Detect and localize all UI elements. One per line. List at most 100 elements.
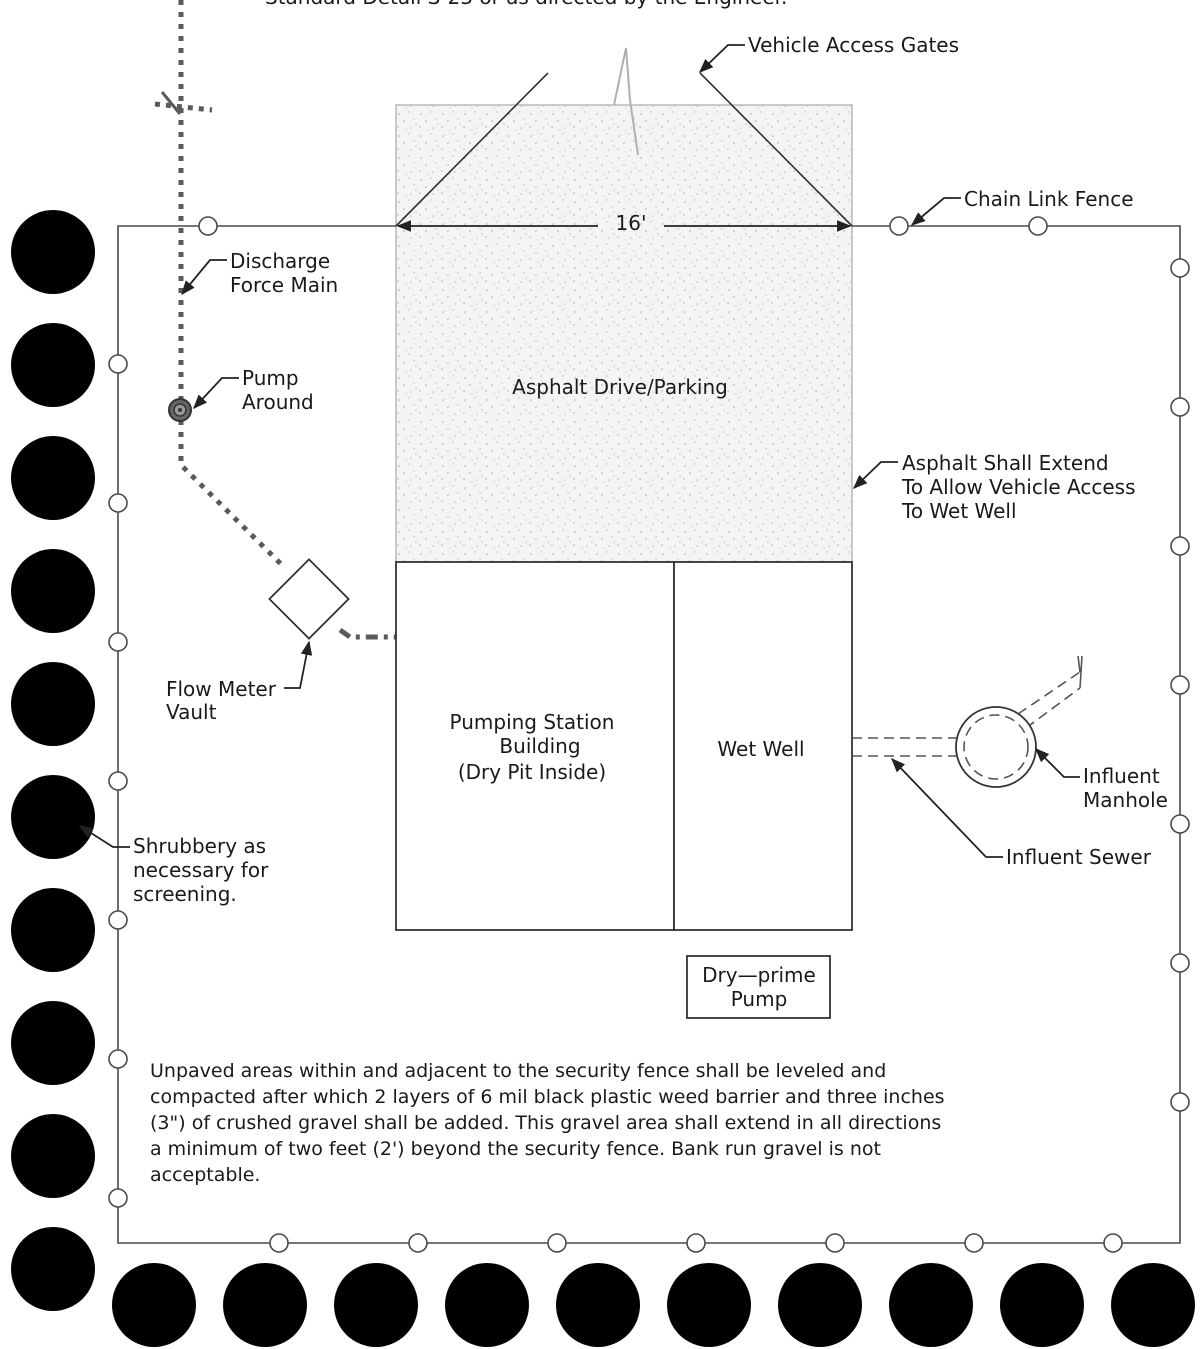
- flow-meter-vault: [268, 558, 350, 640]
- label-asphalt-extend-1: Asphalt Shall Extend: [902, 451, 1109, 475]
- label-asphalt-drive: Asphalt Drive/Parking: [512, 375, 728, 399]
- gravel-notes: Unpaved areas within and adjacent to the…: [150, 1060, 945, 1186]
- fence-post: [108, 354, 128, 374]
- label-building-1: Pumping Station: [450, 710, 615, 734]
- chain-link-fence: [117, 225, 1181, 1244]
- fence-post: [547, 1233, 567, 1253]
- label-dry-prime-2: Pump: [731, 987, 788, 1011]
- shrub-icon: [11, 888, 95, 972]
- fence-post: [108, 1049, 128, 1069]
- fence-post: [1170, 397, 1190, 417]
- note-line: compacted after which 2 layers of 6 mil …: [150, 1086, 945, 1108]
- fence-post: [1170, 536, 1190, 556]
- fence-post: [108, 493, 128, 513]
- label-building-3: (Dry Pit Inside): [458, 760, 606, 784]
- fence-post: [108, 771, 128, 791]
- leader-asphalt-extend: [852, 461, 898, 489]
- leader-pump-around: [193, 377, 239, 410]
- fence-post: [198, 216, 218, 236]
- label-discharge-1: Discharge: [230, 249, 330, 273]
- fence-post: [108, 632, 128, 652]
- pumping-station-building: [395, 561, 675, 931]
- meter-to-building-line: [338, 627, 396, 640]
- fence-post: [108, 910, 128, 930]
- leader-influent-sewer: [891, 757, 1003, 858]
- shrub-icon: [11, 1001, 95, 1085]
- gate-width-label: 16': [616, 211, 647, 235]
- asphalt-area: [395, 104, 853, 563]
- shrub-icon: [11, 775, 95, 859]
- fence-post: [1170, 675, 1190, 695]
- label-influent-manhole-2: Manhole: [1083, 788, 1168, 812]
- label-wet-well: Wet Well: [717, 737, 804, 761]
- trees-bottom: [112, 1263, 1195, 1347]
- leader-vehicle-gates: [698, 44, 745, 73]
- right-gate: [699, 72, 853, 227]
- label-dry-prime-1: Dry—prime: [702, 963, 816, 987]
- label-flow-meter-1: Flow Meter: [166, 677, 277, 701]
- label-chain-link-fence: Chain Link Fence: [964, 187, 1134, 211]
- fence-post: [1103, 1233, 1123, 1253]
- wet-well: [673, 561, 853, 931]
- leader-chain-link: [910, 197, 961, 226]
- fence-post: [1170, 258, 1190, 278]
- shrub-icon: [556, 1263, 640, 1347]
- pump-around-symbol: [168, 398, 192, 422]
- fence-post: [408, 1233, 428, 1253]
- trees-left: [11, 210, 95, 1311]
- fence-post: [108, 1188, 128, 1208]
- main-break-mark-1: [154, 101, 213, 113]
- break-line: [613, 47, 639, 156]
- shrub-icon: [667, 1263, 751, 1347]
- influent-sewer-pipe: [852, 655, 1083, 757]
- label-building-2: Building: [499, 734, 580, 758]
- left-gate: [395, 72, 549, 227]
- label-influent-manhole-1: Influent: [1083, 764, 1160, 788]
- shrub-icon: [889, 1263, 973, 1347]
- label-pump-around-1: Pump: [242, 366, 299, 390]
- label-discharge-2: Force Main: [230, 273, 338, 297]
- label-shrubbery-3: screening.: [133, 882, 237, 906]
- shrub-icon: [223, 1263, 307, 1347]
- leader-influent-manhole: [1034, 747, 1080, 778]
- shrub-icon: [11, 549, 95, 633]
- label-influent-sewer: Influent Sewer: [1006, 845, 1152, 869]
- dry-prime-pump-box: [686, 955, 831, 1019]
- note-line: (3") of crushed gravel shall be added. T…: [150, 1112, 941, 1134]
- header-note: Standard Detail S-23 or as directed by t…: [265, 0, 787, 9]
- fence-posts: [108, 216, 1190, 1253]
- shrub-icon: [11, 1114, 95, 1198]
- leader-discharge: [181, 259, 227, 296]
- fence-post: [889, 216, 909, 236]
- label-pump-around-2: Around: [242, 390, 314, 414]
- shrub-icon: [1000, 1263, 1084, 1347]
- fence-post: [825, 1233, 845, 1253]
- fence-post: [686, 1233, 706, 1253]
- fence-post: [1028, 216, 1048, 236]
- note-line: a minimum of two feet (2') beyond the se…: [150, 1138, 881, 1160]
- shrub-icon: [445, 1263, 529, 1347]
- label-asphalt-extend-3: To Wet Well: [901, 499, 1017, 523]
- shrub-icon: [11, 1227, 95, 1311]
- shrub-icon: [112, 1263, 196, 1347]
- influent-manhole: [955, 706, 1037, 788]
- fence-post: [1170, 953, 1190, 973]
- label-vehicle-gates: Vehicle Access Gates: [748, 33, 959, 57]
- shrub-icon: [334, 1263, 418, 1347]
- label-shrubbery-2: necessary for: [133, 858, 269, 882]
- leader-flow-meter: [284, 640, 313, 689]
- label-shrubbery-1: Shrubbery as: [133, 834, 266, 858]
- label-asphalt-extend-2: To Allow Vehicle Access: [901, 475, 1136, 499]
- note-line: Unpaved areas within and adjacent to the…: [150, 1060, 886, 1082]
- shrub-icon: [11, 323, 95, 407]
- shrub-icon: [11, 662, 95, 746]
- shrub-icon: [1111, 1263, 1195, 1347]
- main-break-mark-2: [160, 91, 182, 115]
- fence-post: [964, 1233, 984, 1253]
- shrub-icon: [11, 436, 95, 520]
- label-flow-meter-2: Vault: [166, 700, 217, 724]
- fence-post: [1170, 1092, 1190, 1112]
- shrub-icon: [778, 1263, 862, 1347]
- leader-shrubbery: [78, 825, 130, 848]
